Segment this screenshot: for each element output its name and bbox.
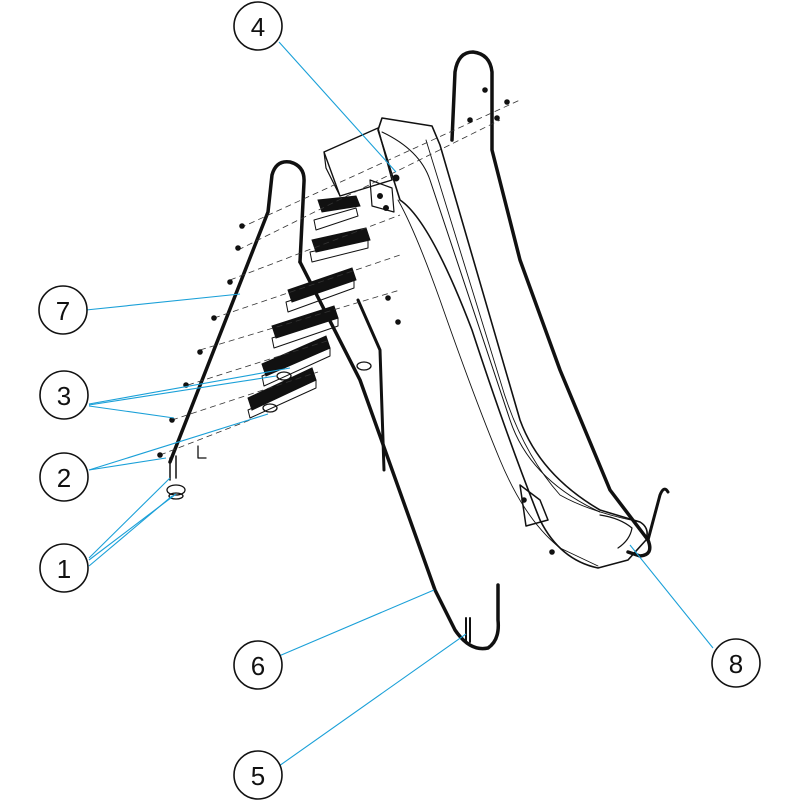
ground-anchors <box>166 361 549 643</box>
callout-label-5: 5 <box>251 761 265 791</box>
callout-label-4: 4 <box>251 12 265 42</box>
callout-7: 7 <box>38 285 88 335</box>
callout-label-8: 8 <box>729 649 743 679</box>
callout-label-6: 6 <box>251 651 265 681</box>
step-6 <box>247 367 317 419</box>
leader-lines <box>85 41 714 767</box>
ladder-steps <box>247 195 371 419</box>
left-ladder-frame <box>168 160 306 464</box>
callout-8: 8 <box>711 638 761 688</box>
front-ladder-rail <box>298 260 501 651</box>
slide-chute <box>377 117 648 569</box>
screws <box>157 87 555 555</box>
callout-5: 5 <box>233 750 283 800</box>
callout-label-2: 2 <box>57 463 71 493</box>
step-4 <box>271 305 339 349</box>
callout-3: 3 <box>39 370 89 420</box>
step-3 <box>285 267 357 313</box>
step-2 <box>309 227 371 263</box>
callout-6: 6 <box>233 640 283 690</box>
callout-label-1: 1 <box>57 554 71 584</box>
callout-label-7: 7 <box>56 296 70 326</box>
callout-1: 1 <box>39 543 89 593</box>
assembly-lines <box>159 99 521 456</box>
callout-2: 2 <box>39 452 89 502</box>
callout-label-3: 3 <box>57 381 71 411</box>
step-1 <box>313 195 361 231</box>
callout-4: 4 <box>233 1 283 51</box>
top-platform-bracket <box>323 127 400 213</box>
